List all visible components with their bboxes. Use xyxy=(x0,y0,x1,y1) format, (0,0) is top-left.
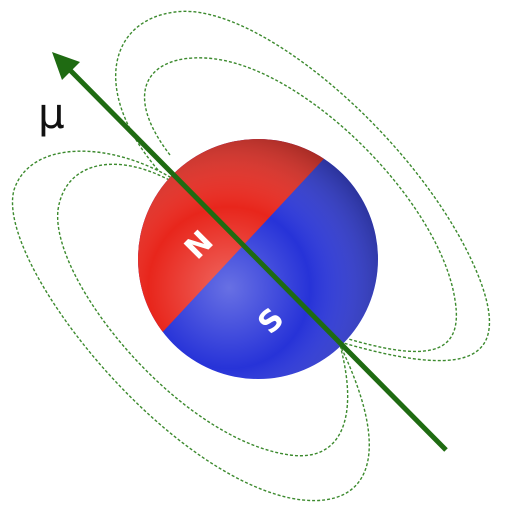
moment-arrowhead xyxy=(52,52,80,80)
magnetic-moment-symbol: μ xyxy=(38,89,65,138)
field-line-upper-inner xyxy=(143,57,458,353)
field-lines xyxy=(11,10,490,502)
field-line-upper-outer xyxy=(114,10,490,362)
field-line-lower-outer xyxy=(11,150,370,502)
field-line-lower-inner xyxy=(57,163,349,457)
moment-axis-line xyxy=(62,62,448,452)
magnetic-moment-arrow xyxy=(52,52,448,452)
